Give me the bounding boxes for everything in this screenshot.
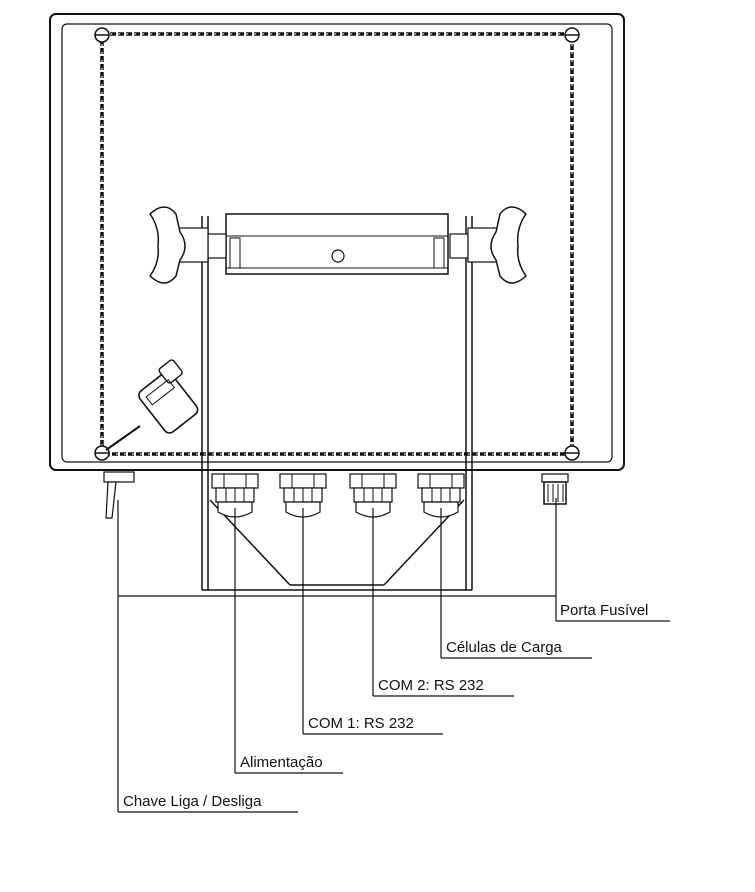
gland-com1 bbox=[279, 473, 327, 518]
power-plug bbox=[105, 359, 199, 451]
mounting-bracket bbox=[201, 216, 473, 591]
cable-glands bbox=[211, 473, 465, 518]
corner-screws bbox=[94, 27, 580, 461]
label-alimentacao: Alimentação bbox=[240, 754, 323, 771]
power-switch bbox=[103, 471, 135, 519]
screw-bottom-left bbox=[94, 445, 110, 461]
screw-top-right bbox=[564, 27, 580, 43]
screw-bottom-right bbox=[564, 445, 580, 461]
gland-com2 bbox=[349, 473, 397, 518]
label-com1: COM 1: RS 232 bbox=[308, 715, 414, 732]
gland-alimentacao bbox=[211, 473, 259, 518]
enclosure bbox=[49, 13, 625, 471]
hinge-tube bbox=[225, 213, 449, 275]
label-celulas-de-carga: Células de Carga bbox=[446, 639, 563, 656]
right-knob bbox=[449, 206, 527, 284]
label-chave-liga-desliga: Chave Liga / Desliga bbox=[123, 793, 262, 810]
fuse-holder bbox=[541, 473, 569, 505]
leader-lines bbox=[117, 498, 670, 813]
left-knob bbox=[149, 206, 227, 284]
screw-top-left bbox=[94, 27, 110, 43]
label-porta-fusivel: Porta Fusível bbox=[560, 602, 648, 619]
label-com2: COM 2: RS 232 bbox=[378, 677, 484, 694]
gland-celulas bbox=[417, 473, 465, 518]
